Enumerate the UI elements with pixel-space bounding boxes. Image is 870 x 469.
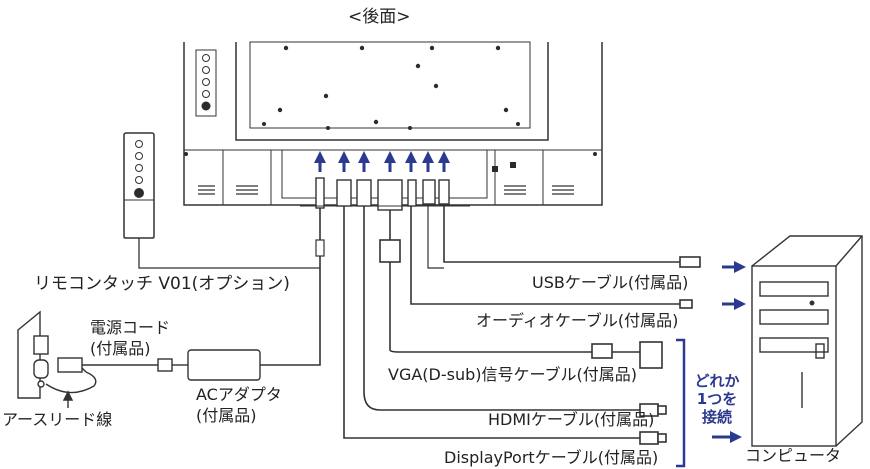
ground-arrow bbox=[62, 390, 74, 408]
monitor-connectors bbox=[300, 177, 470, 211]
adapter-label: ACアダプタ bbox=[196, 385, 282, 404]
remote-label: リモコンタッチ V01(オプション) bbox=[34, 274, 290, 294]
power-cord-label: 電源コード bbox=[90, 318, 171, 337]
audio-cable-label: オーディオケーブル(付属品) bbox=[476, 311, 679, 330]
any-one-label: どれか 1つを 接続 bbox=[690, 372, 744, 426]
cables bbox=[260, 204, 701, 445]
monitor-details bbox=[184, 45, 597, 172]
vent-slots bbox=[198, 185, 574, 195]
usb-cable-label: USBケーブル(付属品) bbox=[532, 273, 689, 292]
any-one-line-2: 1つを bbox=[696, 390, 738, 408]
wall-outlet bbox=[17, 310, 97, 399]
computer-label: コンピュータ bbox=[745, 446, 842, 465]
hdmi-cable-label: HDMIケーブル(付属品) bbox=[488, 410, 655, 429]
vga-cable-label: VGA(D-sub)信号ケーブル(付属品) bbox=[388, 365, 638, 384]
page-title: <後面> bbox=[348, 7, 411, 27]
any-one-line-3: 接続 bbox=[701, 408, 732, 426]
port-arrows bbox=[314, 151, 450, 172]
adapter-note: (付属品) bbox=[196, 406, 257, 425]
ground-lead-label: アースリード線 bbox=[2, 410, 113, 429]
remote-touch-unit bbox=[123, 132, 320, 269]
any-one-line-1: どれか bbox=[694, 372, 740, 390]
computer-tower bbox=[751, 235, 863, 447]
pc-arrows bbox=[712, 261, 746, 443]
any-one-bracket bbox=[676, 338, 686, 468]
power-cord-note: (付属品) bbox=[90, 339, 151, 358]
ac-adapter bbox=[82, 349, 261, 381]
dp-cable-label: DisplayPortケーブル(付属品) bbox=[444, 448, 659, 467]
